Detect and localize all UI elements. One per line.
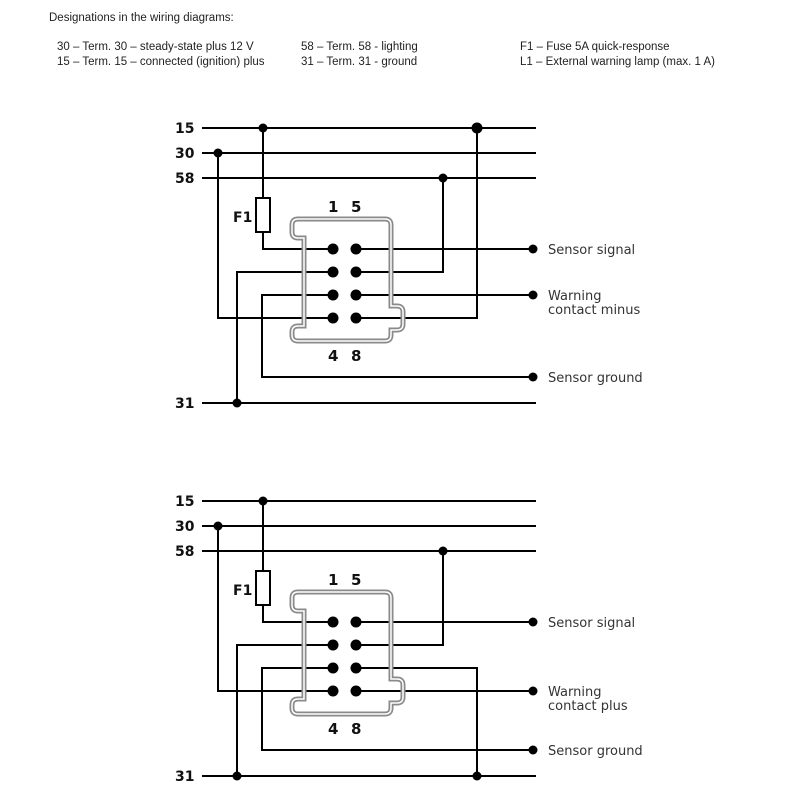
terminal-dot-sensor-signal: [528, 617, 538, 627]
legend-item-term-31: 31 – Term. 31 - ground: [301, 56, 418, 68]
wire-30-to-pin4: [217, 526, 333, 692]
label-warning-contact-line1: Warning: [548, 289, 601, 304]
fuse-f1-symbol: [255, 570, 271, 606]
connector-housing: [289, 216, 406, 344]
legend-item-term-58: 58 – Term. 58 - lighting: [301, 41, 418, 53]
wire-31-to-pin2: [236, 271, 333, 403]
connector-pin-1: [327, 243, 339, 255]
junction-dot-15: [258, 123, 268, 133]
connector-pin-4: [327, 312, 339, 324]
junction-dot-31: [232, 771, 242, 781]
pin-label-5: 5: [351, 198, 361, 216]
connector-pin-5: [350, 616, 362, 628]
legend-column-3: F1 – Fuse 5A quick-response L1 – Externa…: [520, 40, 715, 70]
terminal-dot-sensor-signal: [528, 244, 538, 254]
connector-housing-inner: [291, 218, 404, 342]
label-sensor-signal: Sensor signal: [548, 616, 635, 631]
junction-dot-15-right: [471, 122, 483, 134]
connector-pin-2: [327, 639, 339, 651]
legend-title: Designations in the wiring diagrams:: [49, 12, 234, 24]
label-warning-contact-line2: contact plus: [548, 699, 628, 714]
label-warning-contact-line2: contact minus: [548, 303, 641, 318]
terminal-dot-warning-contact: [528, 290, 538, 300]
pin-label-1: 1: [328, 198, 338, 216]
connector-pin-5: [350, 243, 362, 255]
bus-label-31: 31: [175, 396, 194, 412]
wire-pin3-sensor-ground: [261, 667, 533, 751]
pin-label-5: 5: [351, 571, 361, 589]
bus-label-30: 30: [175, 146, 195, 162]
wire-fuse-to-pin1: [262, 605, 333, 623]
junction-dot-15: [258, 496, 268, 506]
bus-label-58: 58: [175, 544, 194, 560]
legend-item-term-15: 15 – Term. 15 – connected (ignition) plu…: [57, 56, 265, 68]
wire-31-to-pin2: [236, 644, 333, 776]
connector-pin-6: [350, 266, 362, 278]
connector-pin-2: [327, 266, 339, 278]
label-sensor-ground: Sensor ground: [548, 371, 643, 386]
terminal-dot-warning-contact: [528, 686, 538, 696]
pin-label-1: 1: [328, 571, 338, 589]
junction-dot-31-right: [472, 771, 482, 781]
connector-pin-8: [350, 312, 362, 324]
legend-item-term-30: 30 – Term. 30 – steady-state plus 12 V: [57, 41, 254, 53]
wire-pin3-sensor-ground: [261, 294, 533, 378]
wire-fuse-to-pin1: [262, 232, 333, 250]
wire-58-to-pin6: [356, 178, 444, 273]
fuse-label: F1: [233, 583, 252, 599]
label-warning-contact-line1: Warning: [548, 685, 601, 700]
wire-30-to-pin4: [217, 153, 333, 319]
pin-label-4: 4: [328, 720, 338, 738]
label-sensor-ground: Sensor ground: [548, 744, 643, 759]
pin-label-8: 8: [351, 347, 361, 365]
junction-dot-31: [232, 398, 242, 408]
wire-pin7-to-31: [356, 667, 478, 776]
legend-item-lamp-l1: L1 – External warning lamp (max. 1 A): [520, 56, 715, 68]
junction-dot-58: [438, 173, 448, 183]
fuse-label: F1: [233, 210, 252, 226]
bus-label-15: 15: [175, 494, 194, 510]
fuse-f1-symbol: [255, 197, 271, 233]
connector-pin-3: [327, 662, 339, 674]
pin-label-8: 8: [351, 720, 361, 738]
wire-pin8-to-15: [356, 128, 478, 319]
bus-label-30: 30: [175, 519, 195, 535]
connector-pin-3: [327, 289, 339, 301]
bus-label-58: 58: [175, 171, 194, 187]
label-sensor-signal: Sensor signal: [548, 243, 635, 258]
junction-dot-30: [213, 521, 223, 531]
legend-column-2: 58 – Term. 58 - lighting 31 – Term. 31 -…: [301, 40, 418, 70]
legend-item-fuse-f1: F1 – Fuse 5A quick-response: [520, 41, 670, 53]
bus-label-31: 31: [175, 769, 194, 785]
connector-pin-6: [350, 639, 362, 651]
connector-pin-4: [327, 685, 339, 697]
connector-pin-7: [350, 662, 362, 674]
junction-dot-58: [438, 546, 448, 556]
bus-label-15: 15: [175, 121, 194, 137]
wire-58-to-pin6: [356, 551, 444, 646]
terminal-dot-sensor-ground: [528, 372, 538, 382]
connector-housing: [289, 589, 406, 717]
connector-housing-inner: [291, 591, 404, 715]
junction-dot-30: [213, 148, 223, 158]
legend-column-1: 30 – Term. 30 – steady-state plus 12 V 1…: [57, 40, 265, 70]
pin-label-4: 4: [328, 347, 338, 365]
connector-pin-1: [327, 616, 339, 628]
connector-pin-7: [350, 289, 362, 301]
connector-pin-8: [350, 685, 362, 697]
terminal-dot-sensor-ground: [528, 745, 538, 755]
